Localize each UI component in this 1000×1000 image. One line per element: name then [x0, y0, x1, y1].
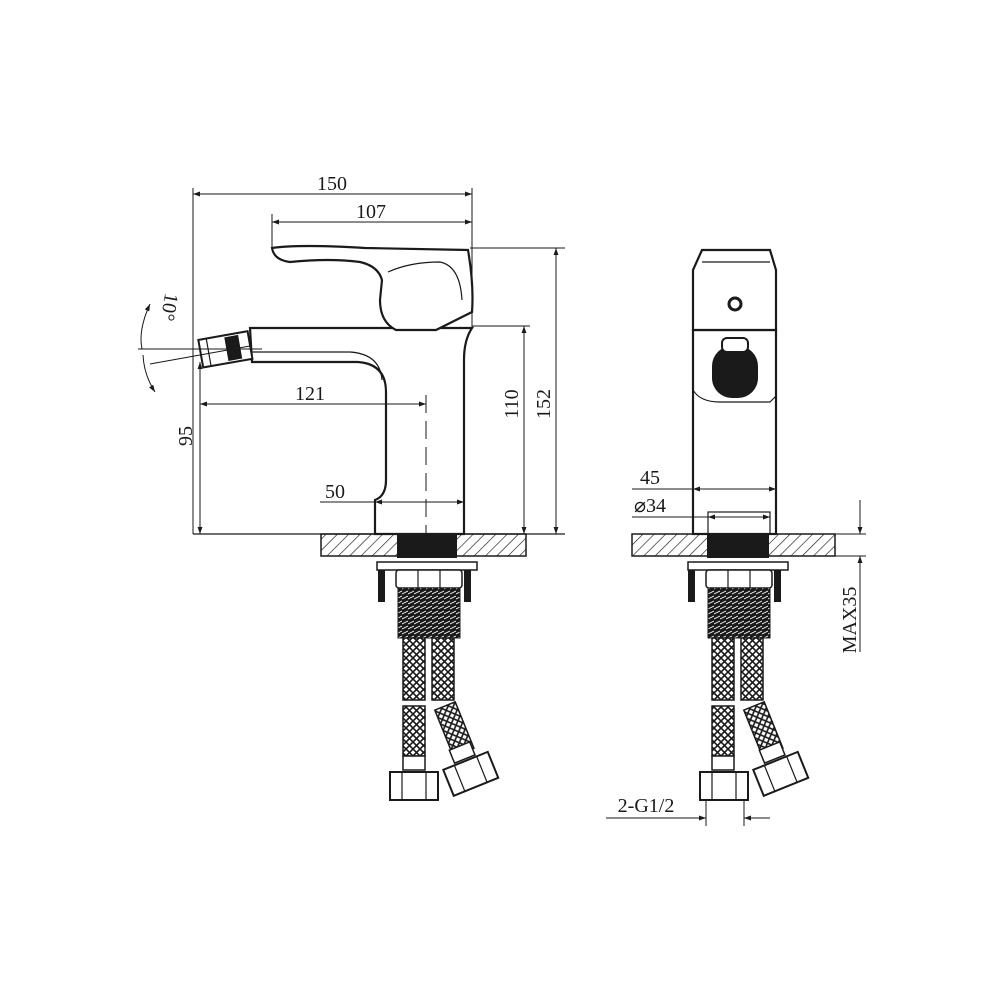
dim-hose-thread: 2-G1/2 [618, 795, 675, 817]
front-threaded-stud [707, 587, 771, 639]
lever-inner-line [387, 261, 463, 301]
shank [397, 534, 457, 558]
front-nozzle [712, 346, 758, 398]
spout-inner-curve [252, 351, 383, 381]
dim-50: 50 [325, 481, 345, 503]
fixing-bracket [376, 561, 478, 602]
dim-150: 150 [317, 173, 347, 195]
dim-95: 95 [175, 426, 197, 446]
front-hoses [699, 637, 810, 801]
indicator-dot [727, 296, 743, 312]
dim-110: 110 [501, 389, 523, 418]
faucet-body [248, 326, 475, 536]
front-lever [691, 248, 778, 332]
dim-max35: MAX35 [839, 587, 861, 654]
threaded-stud [397, 587, 461, 639]
front-view: 45 ⌀34 MAX35 2-G1/2 [606, 248, 866, 826]
front-shank [707, 534, 769, 558]
dim-spray-angle: 10° [156, 291, 183, 322]
side-view: 150 107 121 95 110 152 50 10° [138, 173, 565, 801]
dim-152: 152 [533, 389, 555, 419]
dim-107: 107 [356, 201, 386, 223]
dim-121: 121 [295, 383, 325, 405]
dim-45: 45 [640, 467, 660, 489]
hoses [389, 637, 500, 801]
lever-handle [270, 244, 474, 332]
dim-diameter-34: ⌀34 [634, 495, 666, 517]
